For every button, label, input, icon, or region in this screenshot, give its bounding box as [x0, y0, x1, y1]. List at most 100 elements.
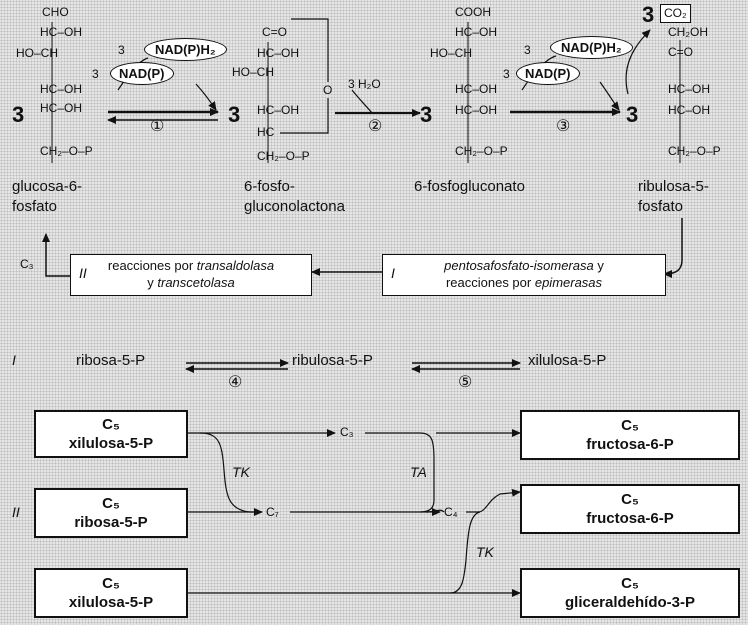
ta-label: TA	[410, 464, 427, 480]
left-box-xylulose-1: C₅ xilulosa-5-P	[34, 410, 188, 458]
right-box-1-carbon: C₅	[621, 417, 639, 434]
left-box-1-carbon: C₅	[102, 416, 120, 433]
c7-intermediate: C₇	[266, 505, 279, 519]
glucose-name-line1: glucosa-6-	[12, 178, 83, 195]
lactone-c1: C=O	[262, 25, 288, 39]
right-box-1-name: fructosa-6-P	[586, 436, 674, 453]
gluconate-c1: COOH	[455, 5, 491, 19]
xylulose-5p-label: xilulosa-5-P	[528, 352, 607, 369]
ribulose-c3: HC–OH	[668, 82, 711, 96]
step3-number: ③	[556, 118, 571, 135]
box-II-to-glucose-arrow	[42, 233, 70, 277]
step1-nadph-oval: NAD(P)H₂	[144, 38, 227, 61]
lactone-c5: HC	[257, 125, 275, 139]
tk1-label: TK	[232, 464, 250, 480]
glucose-coefficient: 3	[12, 102, 25, 127]
step3-nadph-oval: NAD(P)H₂	[550, 36, 633, 59]
box-II-line2-italic: transcetolasa	[157, 275, 235, 290]
step2-water-curve	[351, 89, 373, 114]
left-box-1-name: xilulosa-5-P	[68, 435, 154, 452]
right-box-2-carbon: C₅	[621, 491, 639, 508]
right-box-fructose-2: C₅ fructosa-6-P	[520, 484, 740, 534]
right-box-3-carbon: C₅	[621, 575, 639, 592]
box-II: II reacciones por transaldolasa y transc…	[70, 254, 312, 296]
glucose-c5: HC–OH	[40, 101, 83, 115]
box-I: I pentosafosfato-isomerasa y reacciones …	[382, 254, 666, 296]
section-II-roman: II	[12, 504, 20, 520]
step1-coef-in: 3	[92, 67, 99, 81]
step3-cofactor-out-curve	[599, 81, 620, 111]
right-box-2-name: fructosa-6-P	[586, 510, 674, 527]
lactone-name-line1: 6-fosfo-	[244, 178, 295, 195]
box-II-roman: II	[79, 265, 87, 281]
co2-coefficient: 3	[642, 2, 655, 27]
box-I-line2-italic: epimerasas	[534, 275, 603, 290]
ribulose-c1: CH₂OH	[668, 25, 708, 39]
ribulose-c5: CH₂–O–P	[668, 144, 721, 158]
ribulose-to-box-I-arrow	[663, 218, 683, 278]
ribose-5p-label: ribosa-5-P	[76, 352, 146, 369]
ribulose-c4: HC–OH	[668, 103, 711, 117]
glucose-c3: HO–CH	[16, 46, 59, 60]
left-box-xylulose-2: C₅ xilulosa-5-P	[34, 568, 188, 618]
gluconate-c6: CH₂–O–P	[455, 144, 508, 158]
step1-coef-out: 3	[118, 43, 125, 57]
c4-intermediate: C₄	[444, 505, 458, 519]
box-I-line1: pentosafosfato-isomerasa y	[383, 257, 665, 274]
gluconate-name: 6-fosfogluconato	[414, 178, 525, 195]
gluconate-coefficient: 3	[420, 102, 433, 127]
left-box-ribose: C₅ ribosa-5-P	[34, 488, 188, 538]
step2-water: 3 H₂O	[348, 77, 381, 91]
right-box-fructose-1: C₅ fructosa-6-P	[520, 410, 740, 460]
glucose-c2: HC–OH	[40, 25, 83, 39]
step1-nadp-oval: NAD(P)	[110, 62, 174, 85]
lactone-name-line2: gluconolactona	[244, 198, 345, 215]
box-II-line1-pre: reacciones por	[107, 258, 197, 273]
step3-coef-in: 3	[503, 67, 510, 81]
tk1-line	[199, 432, 263, 516]
c3-ta-line	[365, 432, 435, 513]
c3-output-label: C₃	[20, 257, 34, 271]
step3-coef-out: 3	[524, 43, 531, 57]
left-box-3-name: xilulosa-5-P	[68, 594, 154, 611]
box-I-line1-rest: y	[593, 258, 604, 273]
step4-number: ④	[228, 374, 243, 391]
lactone-c3: HO–CH	[232, 65, 275, 79]
lactone-ring-oxygen: O	[323, 83, 333, 97]
box-II-line2: y transcetolasa	[71, 274, 311, 291]
box-II-line1: reacciones por transaldolasa	[71, 257, 311, 274]
section-I-roman: I	[12, 352, 16, 368]
glucose-name-line2: fosfato	[12, 198, 58, 215]
step5-number: ⑤	[458, 374, 473, 391]
box-I-line1-italic: pentosafosfato-isomerasa	[444, 258, 594, 273]
c4-to-fructose-line	[466, 488, 521, 513]
ribulose-5p-label: ribulosa-5-P	[292, 352, 373, 369]
step2-number: ②	[368, 118, 383, 135]
lactone-ring-top	[291, 18, 329, 82]
tk2-line	[186, 511, 481, 594]
box-I-line2-pre: reacciones por	[445, 275, 535, 290]
step3-nadp-oval: NAD(P)	[516, 62, 580, 85]
ribulose-name-line1: ribulosa-5-	[638, 178, 709, 195]
gluconate-c3: HO–CH	[430, 46, 473, 60]
step1-number: ①	[150, 118, 165, 135]
left-box-3-carbon: C₅	[102, 575, 120, 592]
step1-cofactor-out-curve	[195, 83, 217, 111]
box-I-line2: reacciones por epimerasas	[383, 274, 665, 291]
left-box-2-name: ribosa-5-P	[74, 514, 148, 531]
box-I-roman: I	[391, 265, 395, 281]
right-box-3-name: gliceraldehído-3-P	[564, 594, 696, 611]
gluconate-c5: HC–OH	[455, 103, 498, 117]
ribulose-name-line2: fosfato	[638, 198, 684, 215]
co2-box: CO₂	[660, 4, 691, 23]
co2-release-arrow	[625, 29, 651, 95]
left-box-2-carbon: C₅	[102, 495, 120, 512]
glucose-c1: CHO	[42, 5, 69, 19]
lactone-c6: CH₂–O–P	[257, 149, 310, 163]
gluconate-c4: HC–OH	[455, 82, 498, 96]
ribulose-coefficient: 3	[626, 102, 639, 127]
tk2-label: TK	[476, 544, 494, 560]
lactone-c2: HC–OH	[257, 46, 300, 60]
box-II-line2-pre: y	[147, 275, 158, 290]
